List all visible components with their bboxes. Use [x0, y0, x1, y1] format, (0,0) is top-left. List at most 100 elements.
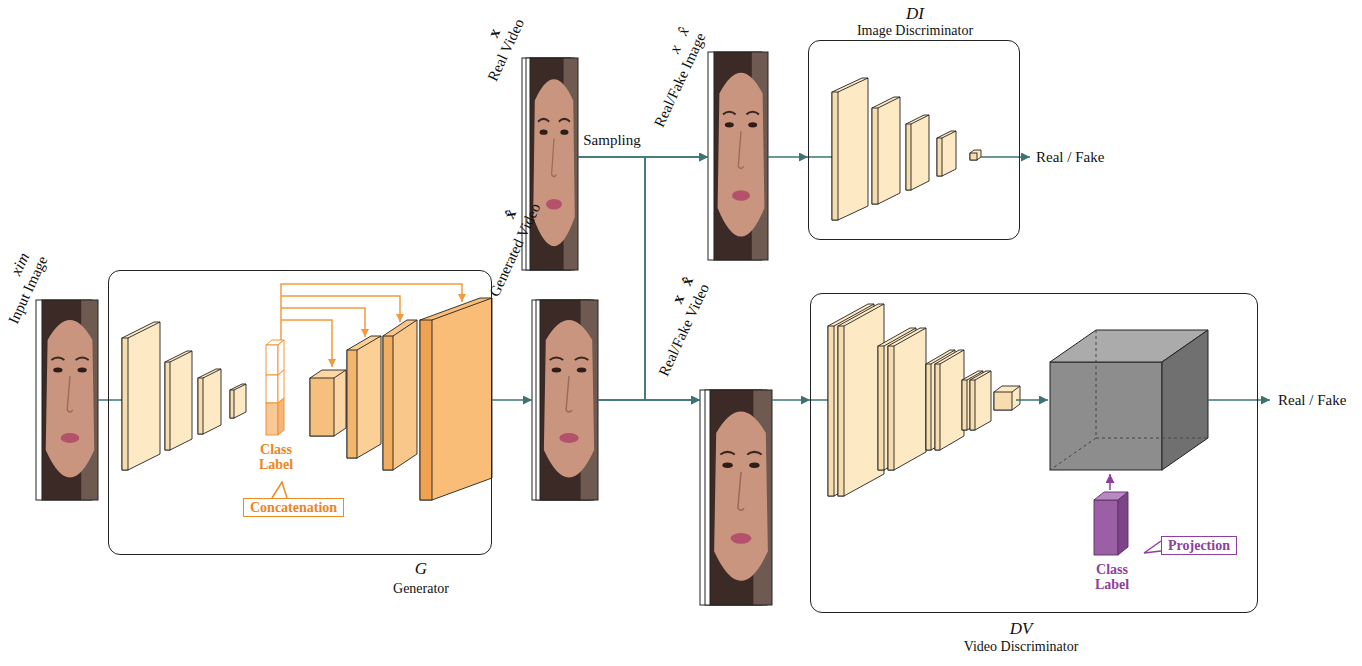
- vector-cell: [266, 375, 278, 403]
- connector: [578, 157, 700, 400]
- connector: [598, 399, 700, 401]
- symbol-label: DV: [1010, 620, 1033, 639]
- vector-cell: [278, 370, 284, 403]
- layer-edge: [393, 320, 417, 336]
- layer-slab: [828, 326, 834, 496]
- layer-slab: [994, 392, 1012, 410]
- layer-slab: [198, 369, 221, 434]
- face-photo: [540, 300, 598, 500]
- callout-text: Concatenation: [250, 500, 337, 515]
- layer-edge: [894, 328, 926, 346]
- class-label-vector: Class Label: [253, 339, 299, 437]
- layer-edge: [878, 97, 900, 108]
- face-photo: [530, 58, 578, 270]
- output-label: Real / Fake: [1036, 149, 1104, 166]
- layer-slab: [383, 336, 393, 470]
- layer-slab: [420, 298, 492, 500]
- layer-slab: [872, 97, 900, 204]
- class-label-text: Class Label: [1085, 562, 1139, 593]
- layer-edge: [975, 371, 991, 380]
- layer-slab: [970, 150, 981, 160]
- block-label: Image Discriminator: [857, 23, 973, 38]
- connector: [768, 156, 808, 158]
- layer-slab: [198, 378, 203, 434]
- layer-edge: [940, 350, 964, 364]
- real-video: xReal Video: [522, 58, 578, 270]
- frame-label: Real/Fake Video: [655, 281, 712, 379]
- symbol-label: x̂: [677, 274, 696, 289]
- input-image: ximInput Image: [36, 300, 98, 500]
- connector: [98, 399, 108, 401]
- frame-outline: [714, 52, 768, 260]
- callout-tail: [1144, 541, 1161, 553]
- layer-slab: [832, 92, 838, 220]
- data-line: [108, 399, 122, 401]
- edge-label: Sampling: [581, 132, 643, 149]
- frame-label: Real/Fake Image: [651, 30, 709, 129]
- layer-slab: [165, 351, 192, 450]
- layer-slab: [878, 346, 884, 470]
- layer-slab: [970, 371, 991, 430]
- layer-slab: [122, 322, 160, 470]
- layer-slab: [165, 362, 170, 450]
- vector-cell: [266, 403, 278, 435]
- connector: [772, 399, 810, 401]
- video-discriminator: ProjectionClass LabelDVVideo Discriminat…: [810, 293, 1258, 613]
- frame-outline: [540, 300, 598, 500]
- class-label-embedding: Class Label: [1095, 493, 1129, 556]
- callout-text: Projection: [1168, 538, 1230, 553]
- block-label: Generator: [393, 581, 449, 596]
- layer-slab: [994, 386, 1020, 410]
- layer-edge: [234, 384, 246, 390]
- frame-outline: [710, 390, 772, 605]
- skip-arrow: [281, 308, 365, 337]
- output-arrow: [1208, 399, 1270, 401]
- layer-edge: [128, 322, 160, 338]
- real-fake-video: xx̂Real/Fake Video: [700, 390, 772, 605]
- feature-cube: [1050, 362, 1162, 470]
- vector-cell: [278, 340, 284, 375]
- layer-slab: [935, 350, 964, 450]
- output-label: Real / Fake: [1278, 392, 1346, 409]
- data-line: [1016, 399, 1048, 401]
- layer-slab: [970, 380, 975, 430]
- layer-slab: [838, 326, 844, 496]
- projection-arrow: [1109, 474, 1111, 490]
- layer-edge: [942, 131, 956, 138]
- output-arrow: [981, 156, 1030, 158]
- layer-slab: [383, 320, 417, 470]
- image-discriminator: DIImage Discriminator: [808, 40, 1020, 240]
- layer-edge: [844, 304, 884, 326]
- callout-box: Concatenation: [243, 498, 344, 517]
- layer-slab: [872, 108, 878, 204]
- layer-slab: [310, 370, 346, 436]
- layer-slab: [937, 138, 942, 176]
- connector: [492, 399, 532, 401]
- layer-slab: [347, 350, 357, 458]
- skip-arrow: [281, 320, 332, 367]
- data-line: [808, 156, 832, 158]
- callout-tail: [272, 482, 287, 498]
- layer-edge: [357, 336, 381, 350]
- connector: [598, 157, 708, 400]
- layer-slab: [347, 336, 381, 458]
- label-prism: [1094, 500, 1118, 555]
- layer-edge: [203, 369, 221, 378]
- face-photo: [42, 300, 98, 500]
- feature-cube: [1162, 330, 1208, 470]
- frame-outline: [530, 58, 578, 270]
- symbol-label: x: [484, 26, 503, 41]
- face-photo: [714, 52, 768, 260]
- symbol-label: x̂: [674, 24, 693, 38]
- layer-slab: [962, 380, 967, 430]
- layer-edge: [911, 115, 929, 124]
- layer-slab: [937, 131, 956, 176]
- layer-slab: [888, 328, 926, 470]
- vector-cell: [266, 345, 278, 375]
- layer-slab: [926, 364, 931, 450]
- layer-slab: [420, 320, 432, 500]
- symbol-label: x: [666, 42, 685, 56]
- symbol-label: G: [415, 560, 427, 579]
- callout-box: Projection: [1161, 536, 1237, 555]
